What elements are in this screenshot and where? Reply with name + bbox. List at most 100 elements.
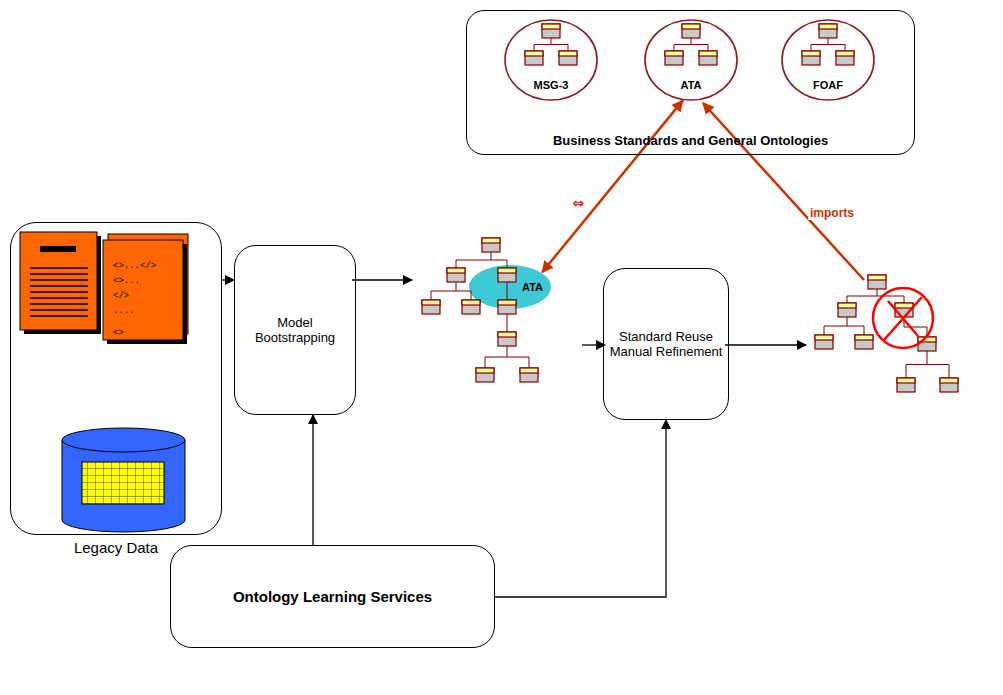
tree-link xyxy=(507,346,508,357)
concept-icon-header xyxy=(836,51,854,56)
tree-link xyxy=(824,326,825,335)
tree-link xyxy=(691,38,692,45)
decoration xyxy=(422,238,538,382)
tree-link xyxy=(904,296,905,303)
concept-icon-header xyxy=(838,303,856,308)
markup-snippet: <>...</> xyxy=(113,261,156,271)
concept-icon xyxy=(940,378,958,392)
concept-icon-header xyxy=(802,51,820,56)
concept-icon-header xyxy=(462,300,480,305)
tree-link xyxy=(845,45,846,52)
concept-icon xyxy=(498,332,516,346)
tree-link xyxy=(828,38,829,45)
concept-icon xyxy=(665,51,683,65)
process-box: Model Bootstrapping xyxy=(234,245,356,415)
concept-icon-body xyxy=(682,24,700,38)
concept-icon-body xyxy=(482,238,500,252)
group-heading: Legacy Data xyxy=(74,539,158,556)
flow-connector xyxy=(495,420,666,597)
concept-icon xyxy=(819,24,837,38)
document-page xyxy=(103,240,183,340)
concept-icon-body xyxy=(918,337,936,351)
tree-link xyxy=(456,282,457,291)
concept-icon-body xyxy=(699,51,717,65)
concept-icon xyxy=(855,335,873,349)
tree-link xyxy=(456,260,507,261)
tree-link xyxy=(864,326,865,335)
tree-link xyxy=(824,326,864,327)
edge-label-anchor: ⇔ xyxy=(571,194,587,212)
concept-icon-header xyxy=(895,303,913,308)
concept-icon-header xyxy=(815,335,833,340)
tree-link xyxy=(708,45,709,52)
concept-icon xyxy=(838,303,856,317)
concept-icon-body xyxy=(815,335,833,349)
node-label: MSG-3 xyxy=(534,79,569,91)
concept-icon-body xyxy=(542,24,560,38)
table-grid xyxy=(82,462,164,504)
flow-arrow xyxy=(725,344,806,345)
concept-icon-body xyxy=(802,51,820,65)
tree-link xyxy=(847,296,904,297)
tree-link xyxy=(674,44,708,45)
concept-icon xyxy=(802,51,820,65)
tree-link xyxy=(431,291,471,292)
relation-label: imports xyxy=(808,206,856,220)
standard-ontology: FOAF xyxy=(781,19,875,101)
tree-link xyxy=(507,314,508,323)
node-label: ATA xyxy=(681,79,702,91)
flow-arrow xyxy=(352,279,412,280)
tree-link xyxy=(904,327,927,328)
concept-icon-body xyxy=(868,275,886,289)
database-icon xyxy=(62,428,185,532)
markup-snippet: </> xyxy=(113,291,129,301)
removed-branch-cross xyxy=(884,297,922,340)
concept-icon-body xyxy=(498,268,516,282)
mapping-connector xyxy=(542,100,683,272)
node-label: Model Bootstrapping xyxy=(237,315,353,345)
node-label: FOAF xyxy=(813,79,843,91)
concept-icon-header xyxy=(498,332,516,337)
concept-icon xyxy=(422,300,440,314)
ellipse-shape xyxy=(469,265,551,309)
concept-icon-body xyxy=(447,268,465,282)
decoration xyxy=(665,24,717,65)
concept-icon-body xyxy=(525,51,543,65)
node-label: ATA xyxy=(522,281,543,293)
concept-icon-body xyxy=(836,51,854,65)
tree-link xyxy=(529,357,530,368)
concept-icon-header xyxy=(498,300,516,305)
flow-arrow xyxy=(582,344,605,345)
concept-icon-header xyxy=(482,238,500,243)
concept-icon-header xyxy=(699,51,717,56)
concept-icon-header xyxy=(422,300,440,305)
markup-snippet: <>... xyxy=(113,276,140,286)
concept-icon xyxy=(447,268,465,282)
concept-icon-header xyxy=(868,275,886,280)
concept-icon-header xyxy=(447,268,465,273)
tree-link xyxy=(811,45,812,52)
concept-icon xyxy=(476,368,494,382)
process-box: Standard Reuse Manual Refinement xyxy=(603,268,729,420)
standard-ontology: ATA xyxy=(644,19,738,101)
label-anchor: imports xyxy=(808,203,856,221)
concept-icon xyxy=(868,275,886,289)
tree-link xyxy=(507,260,508,268)
concept-icon xyxy=(836,51,854,65)
tree-link xyxy=(927,351,928,365)
tree-link xyxy=(949,365,950,379)
decoration xyxy=(525,24,577,65)
xml-document-icon xyxy=(103,234,188,344)
concept-icon xyxy=(897,378,915,392)
concept-icon-header xyxy=(520,368,538,373)
tree-link xyxy=(534,45,535,52)
concept-icon xyxy=(542,24,560,38)
concept-icon xyxy=(498,268,516,282)
removed-branch-circle xyxy=(873,288,933,348)
concept-icon xyxy=(482,238,500,252)
decoration xyxy=(802,24,854,65)
label-anchor: <> xyxy=(113,321,124,339)
